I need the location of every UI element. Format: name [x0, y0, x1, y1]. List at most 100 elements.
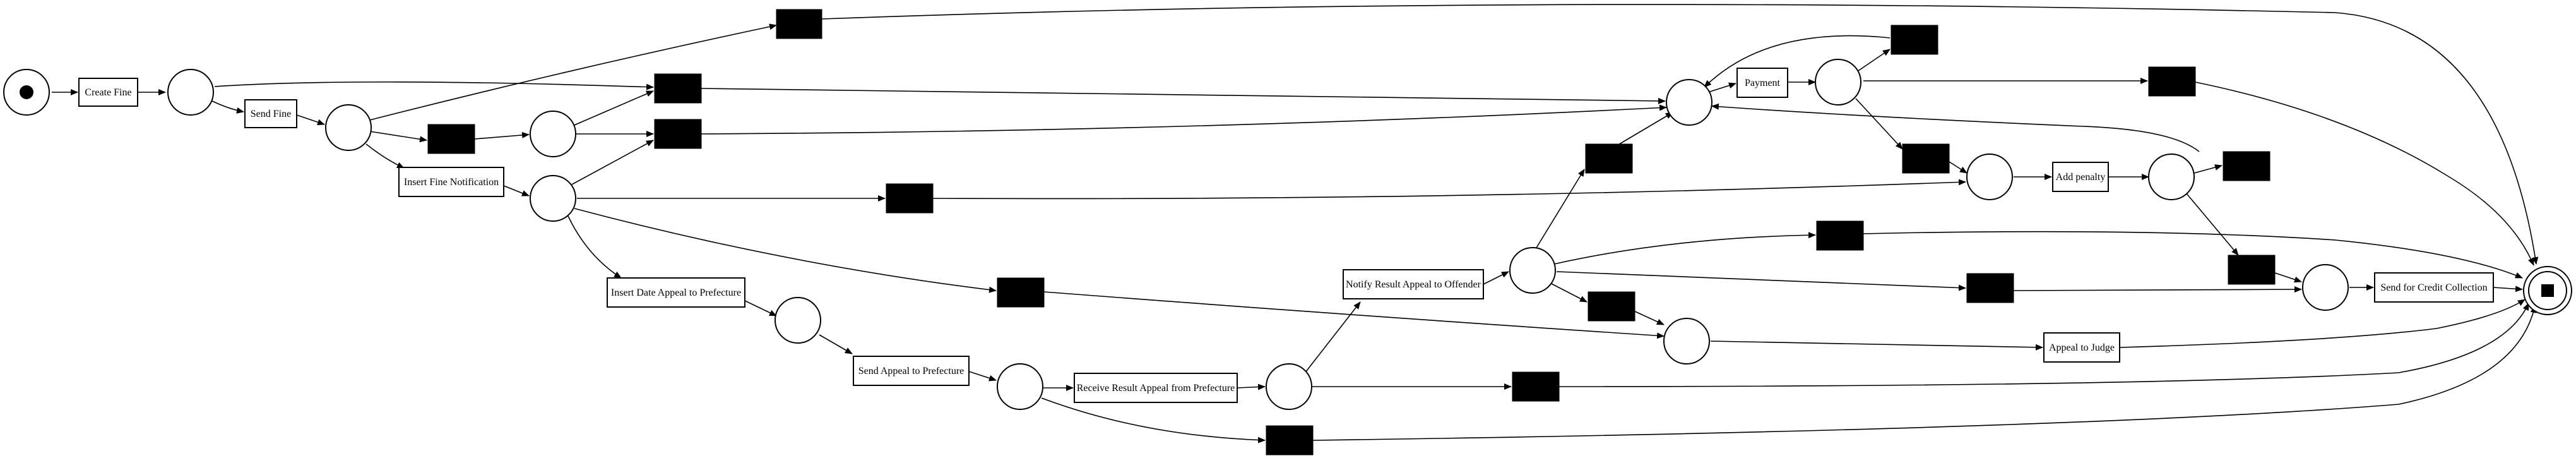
arc [744, 300, 777, 316]
arc [296, 114, 325, 126]
arc [2195, 81, 2534, 266]
arc [1483, 271, 1509, 285]
arc [821, 4, 2539, 265]
silent-transition [654, 73, 702, 104]
place [1666, 79, 1712, 126]
arc [369, 131, 427, 143]
end-place [2523, 266, 2572, 315]
transition-label: Add penalty [2056, 172, 2106, 183]
arc [968, 371, 997, 382]
silent-transition [1902, 143, 1950, 174]
silent-transition [1966, 273, 2014, 303]
place [325, 104, 372, 151]
silent-transition [2148, 66, 2196, 97]
arc [819, 334, 853, 354]
arc [2119, 299, 2526, 348]
arc [214, 81, 654, 90]
arc [365, 143, 405, 169]
transition-label: Insert Fine Notification [404, 177, 499, 188]
arc [932, 179, 1966, 200]
places [3, 59, 2572, 410]
arc [1949, 161, 1968, 174]
arc [369, 23, 777, 121]
place [1509, 247, 1556, 294]
arc [1237, 383, 1266, 390]
arc [1546, 280, 1588, 303]
arc [2185, 191, 2239, 256]
arc [567, 215, 622, 279]
transition-label: Appeal to Judge [2049, 342, 2115, 353]
arc [1532, 169, 1585, 255]
silent-transition [776, 9, 822, 39]
transition-add-penalty: Add penalty [2052, 162, 2109, 192]
place [775, 297, 821, 344]
arc [1556, 271, 1966, 291]
arc [1711, 103, 2200, 152]
arc [2493, 286, 2523, 292]
arc [701, 88, 1666, 104]
silent-transition [654, 119, 702, 149]
silent-transition [1266, 425, 1314, 455]
arc [1043, 291, 1665, 339]
arc [1707, 82, 1736, 93]
place [1966, 154, 2013, 200]
transition-send-fine: Send Fine [244, 99, 297, 128]
stop-icon [2541, 284, 2554, 297]
arc [574, 90, 654, 126]
arc [1855, 98, 1903, 150]
transition-send-appeal: Send Appeal to Prefecture [853, 356, 970, 386]
transitions: Create Fine Send Fine Insert Fine Notifi… [78, 68, 2494, 403]
silent-transition [2228, 255, 2276, 285]
arcs [52, 4, 2539, 443]
place [2148, 154, 2195, 200]
start-place [3, 69, 50, 116]
silent-transitions [427, 9, 2276, 455]
transition-receive-result: Receive Result Appeal from Prefecture [1074, 373, 1238, 403]
place [997, 363, 1043, 410]
place [530, 175, 576, 222]
transition-payment: Payment [1736, 68, 1788, 98]
transition-create-fine: Create Fine [78, 78, 138, 107]
transition-insert-date-appeal: Insert Date Appeal to Prefecture [607, 277, 745, 308]
transition-label: Send Appeal to Prefecture [858, 366, 965, 377]
place [167, 69, 214, 116]
transition-label: Send Fine [251, 109, 291, 119]
arc [701, 104, 1667, 135]
arc [1704, 35, 1890, 88]
arc [571, 140, 654, 185]
silent-transition [1816, 220, 1864, 251]
arc [1710, 340, 2043, 351]
transition-send-for-credit-collection: Send for Credit Collection [2374, 272, 2494, 303]
arc [1558, 303, 2529, 387]
transition-insert-fine-notification: Insert Fine Notification [398, 167, 504, 197]
place [1815, 59, 1861, 105]
place [1266, 363, 1312, 410]
arc [1553, 232, 1816, 265]
transition-appeal-to-judge: Appeal to Judge [2043, 332, 2120, 363]
arc [1633, 310, 1665, 325]
silent-transition [1890, 25, 1938, 55]
silent-transition [1512, 371, 1560, 402]
transition-label: Send for Credit Collection [2380, 282, 2487, 293]
transition-label: Receive Result Appeal from Prefecture [1077, 383, 1235, 394]
silent-transition [886, 183, 934, 214]
arc [2274, 272, 2302, 283]
arc [1303, 301, 1361, 375]
transition-label: Insert Date Appeal to Prefecture [611, 287, 741, 298]
token-icon [20, 85, 33, 99]
transition-notify-result: Notify Result Appeal to Offender [1343, 269, 1484, 299]
arc [1041, 397, 1266, 443]
place [530, 111, 576, 157]
transition-label: Notify Result Appeal to Offender [1346, 279, 1481, 290]
arc [574, 208, 997, 293]
arc [474, 131, 530, 140]
arc [503, 185, 530, 196]
arc [1861, 231, 2523, 279]
arc [1610, 112, 1673, 150]
silent-transition [2223, 151, 2270, 181]
silent-transition [1585, 143, 1633, 174]
silent-transition [997, 277, 1045, 308]
arc [2013, 286, 2302, 293]
silent-transition [427, 124, 475, 154]
arc [1312, 305, 2537, 441]
